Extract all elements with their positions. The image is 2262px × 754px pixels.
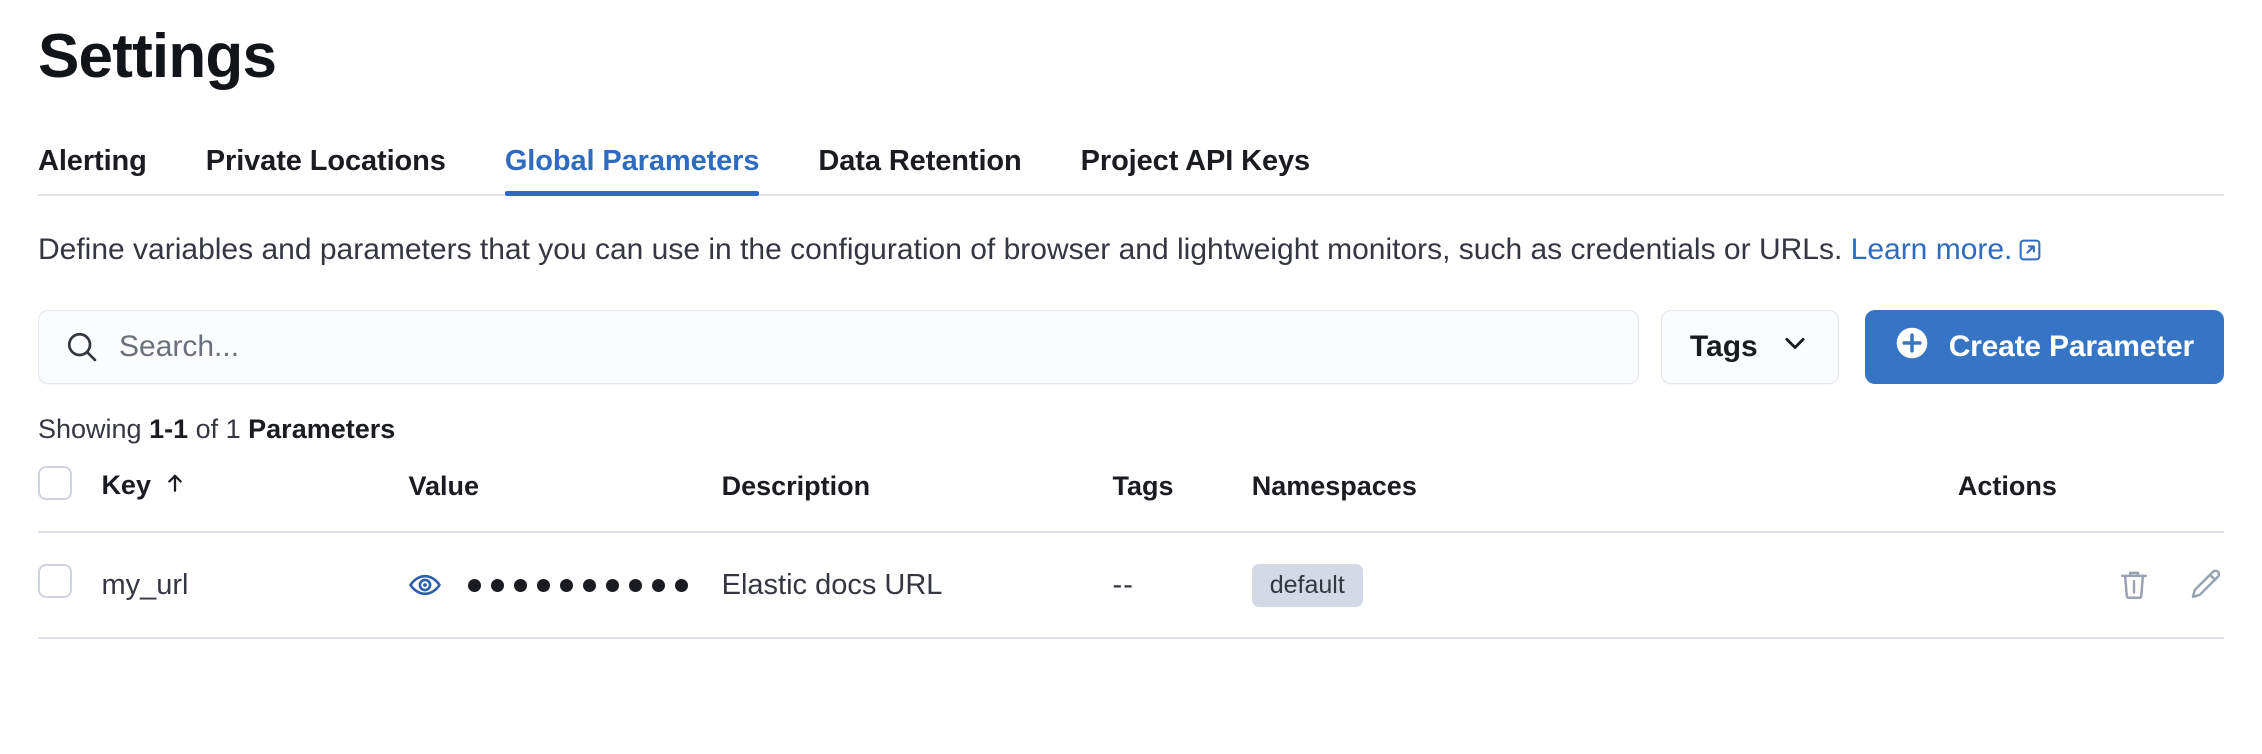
tab-private-locations[interactable]: Private Locations (205, 145, 446, 177)
masked-value (468, 578, 689, 592)
learn-more-link[interactable]: Learn more. (1851, 233, 2042, 266)
header-select-all (38, 463, 102, 533)
summary-prefix: Showing (38, 414, 150, 444)
search-input[interactable] (119, 330, 1612, 364)
search-field[interactable] (38, 310, 1639, 384)
tab-project-api-keys[interactable]: Project API Keys (1080, 145, 1311, 177)
tab-data-retention[interactable]: Data Retention (818, 145, 1022, 177)
search-icon (65, 330, 99, 364)
cell-description: Elastic docs URL (721, 532, 1113, 639)
cell-key: my_url (101, 532, 409, 639)
pencil-icon[interactable] (2188, 567, 2224, 603)
header-tags: Tags (1112, 463, 1252, 533)
eye-icon[interactable] (408, 568, 442, 602)
cell-actions (1957, 532, 2224, 639)
controls-row: Tags Create Parameter (38, 310, 2224, 384)
tab-global-parameters[interactable]: Global Parameters (504, 145, 760, 196)
results-summary: Showing 1-1 of 1 Parameters (38, 414, 2224, 445)
tags-filter-button[interactable]: Tags (1660, 310, 1839, 384)
summary-noun: Parameters (248, 414, 396, 444)
cell-namespaces: default (1251, 532, 1958, 639)
header-key-label: Key (101, 470, 151, 500)
namespace-badge: default (1251, 563, 1363, 607)
header-namespaces: Namespaces (1251, 463, 1958, 533)
tab-alerting[interactable]: Alerting (38, 145, 147, 177)
section-description: Define variables and parameters that you… (38, 226, 2224, 276)
parameters-table: Key Value Description Tags Namespaces Ac… (38, 463, 2224, 639)
row-checkbox[interactable] (38, 564, 72, 598)
header-description: Description (721, 463, 1113, 533)
trash-icon[interactable] (2116, 567, 2152, 603)
page-title: Settings (38, 22, 277, 91)
row-select-cell (38, 532, 102, 639)
summary-range: 1-1 (149, 414, 189, 444)
select-all-checkbox[interactable] (38, 465, 72, 500)
settings-tabs: Alerting Private Locations Global Parame… (38, 132, 2224, 196)
header-key[interactable]: Key (101, 463, 409, 533)
chevron-down-icon (1780, 328, 1810, 366)
create-parameter-button[interactable]: Create Parameter (1864, 310, 2224, 384)
table-header-row: Key Value Description Tags Namespaces Ac… (38, 463, 2224, 533)
tags-filter-label: Tags (1689, 330, 1758, 363)
table-row: my_url (38, 532, 2224, 639)
arrow-up-icon (163, 471, 187, 502)
summary-middle: of 1 (188, 414, 249, 444)
cell-tags: -- (1112, 532, 1252, 639)
external-link-icon (2019, 228, 2041, 276)
create-parameter-label: Create Parameter (1948, 330, 2194, 363)
learn-more-label: Learn more. (1850, 233, 2013, 266)
description-text: Define variables and parameters that you… (38, 233, 1843, 266)
plus-circle-icon (1895, 326, 1929, 368)
cell-value (408, 532, 722, 639)
header-value: Value (408, 463, 722, 533)
header-actions: Actions (1957, 463, 2224, 533)
